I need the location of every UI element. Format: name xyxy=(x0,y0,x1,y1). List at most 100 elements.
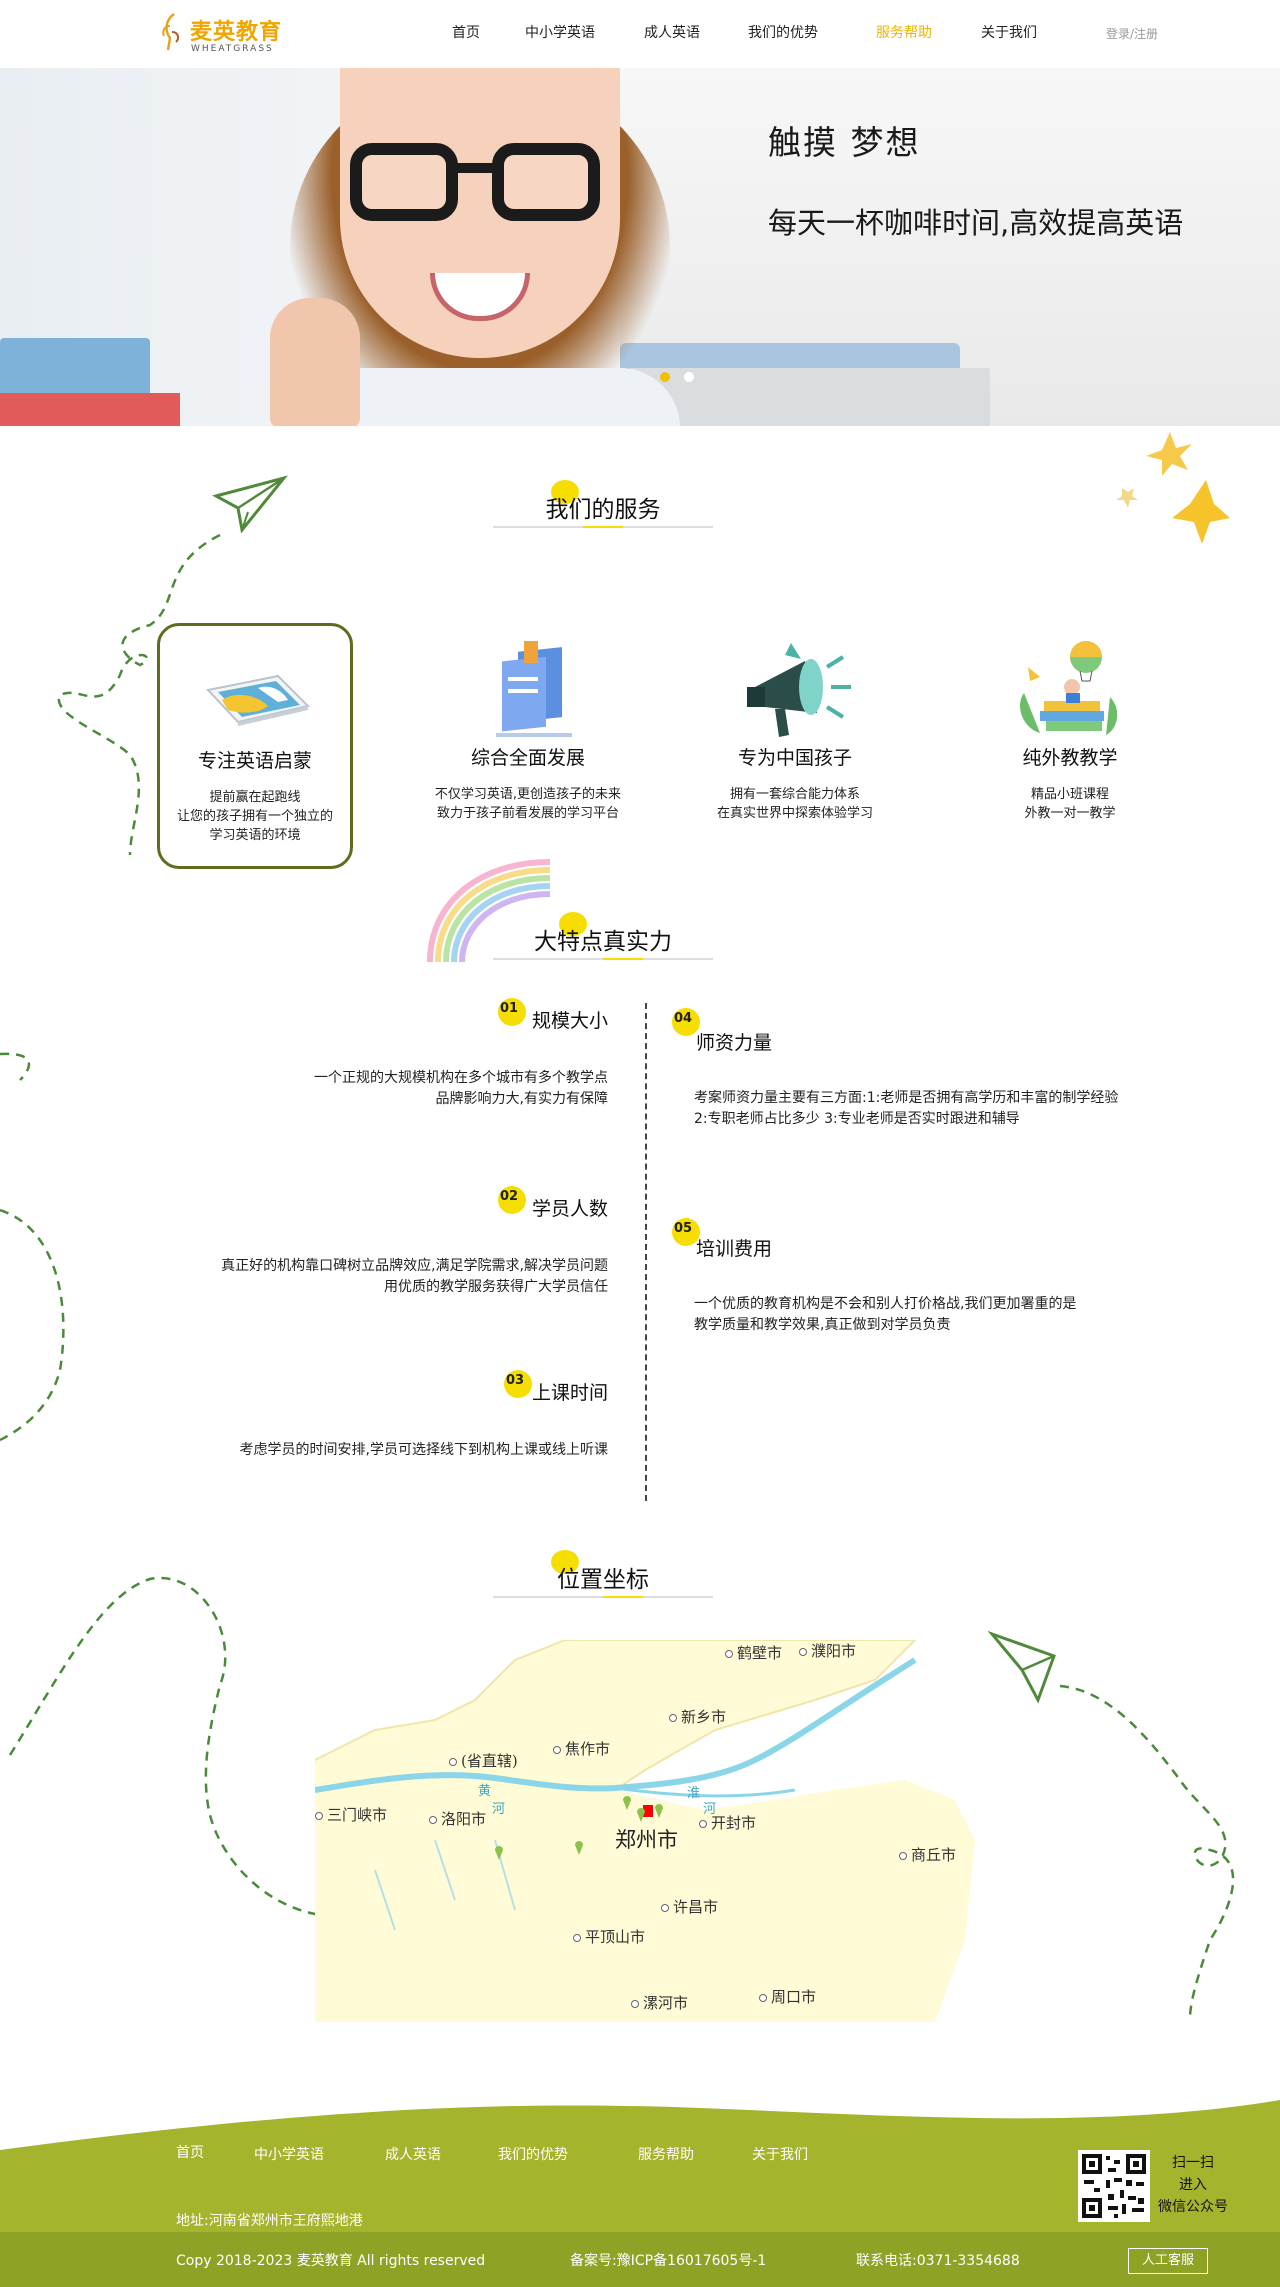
books-icon xyxy=(496,641,572,737)
service-description: 不仅学习英语,更创造孩子的未来 致力于孩子前看发展的学习平台 xyxy=(434,787,622,821)
map-city-label: 开封市 xyxy=(699,1812,756,1833)
rainbow-decoration xyxy=(427,859,551,963)
title-accent-blob xyxy=(551,480,579,504)
glasses-icon xyxy=(350,143,600,223)
nav-service-help[interactable]: 服务帮助 xyxy=(876,25,932,41)
feature-number-badge: 03 xyxy=(504,1370,532,1398)
map-city-label: 许昌市 xyxy=(661,1896,718,1917)
paper-plane-icon xyxy=(988,1630,1056,1704)
feature-title: 培训费用 xyxy=(696,1238,773,1260)
footer-nav-about-us[interactable]: 关于我们 xyxy=(752,2147,808,2163)
footer-nav-adult-english[interactable]: 成人英语 xyxy=(385,2147,441,2163)
banner-book-decoration xyxy=(0,338,150,398)
nav-about-us[interactable]: 关于我们 xyxy=(981,25,1037,41)
header: 麦英教育 WHEATGRASS 首页 中小学英语 成人英语 我们的优势 服务帮助… xyxy=(0,0,1280,68)
tablet-icon xyxy=(206,674,310,726)
service-card-comprehensive-development[interactable]: 综合全面发展 不仅学习英语,更创造孩子的未来 致力于孩子前看发展的学习平台 xyxy=(430,623,626,869)
map-river-label: 河 xyxy=(492,1802,506,1817)
feature-title: 师资力量 xyxy=(696,1032,773,1054)
feature-title: 学员人数 xyxy=(531,1198,608,1220)
location-section-title: 位置坐标 xyxy=(493,1550,713,1600)
feature-description: 考案师资力量主要有三方面:1:老师是否拥有高学历和丰富的制学经验 2:专职老师占… xyxy=(694,1090,1119,1127)
footer-address: 地址:河南省郑州市王府熙地港 xyxy=(176,2213,363,2229)
title-accent-blob xyxy=(559,912,587,936)
hero-banner[interactable]: 触摸 梦想 每天一杯咖啡时间,高效提高英语 xyxy=(0,68,1280,426)
logo-text: 麦英教育 xyxy=(190,20,283,45)
footer-bottom-bar: Copy 2018-2023 麦英教育 All rights reserved … xyxy=(0,2232,1280,2287)
footer-copyright: Copy 2018-2023 麦英教育 All rights reserved xyxy=(176,2253,486,2269)
feature-title: 上课时间 xyxy=(531,1382,608,1404)
service-card-english-enlightenment[interactable]: 专注英语启蒙 提前赢在起跑线 让您的孩子拥有一个独立的 学习英语的环境 xyxy=(157,623,353,869)
footer-phone: 联系电话:0371-3354688 xyxy=(856,2253,1020,2269)
logo-subtext: WHEATGRASS xyxy=(191,44,274,54)
carousel-dot-2[interactable] xyxy=(684,372,694,382)
star-icon xyxy=(1116,432,1230,544)
map-city-label: 焦作市 xyxy=(553,1738,610,1759)
dashed-trail-decoration xyxy=(8,1576,320,1917)
footer: 首页 中小学英语 成人英语 我们的优势 服务帮助 关于我们 地址:河南省郑州市王… xyxy=(0,2100,1280,2287)
map-city-label: 商丘市 xyxy=(899,1844,956,1865)
feature-fees: 05 培训费用 一个优质的教育机构是不会和别人打价格战,我们更加署重的是 教学质… xyxy=(672,1218,1232,1348)
qr-code-caption: 扫一扫 进入 微信公众号 xyxy=(1158,2155,1228,2215)
feature-description: 真正好的机构靠口碑树立品牌效应,满足学院需求,解决学员问题 用优质的教学服务获得… xyxy=(221,1258,608,1295)
footer-icp[interactable]: 备案号:豫ICP备16017605号-1 xyxy=(570,2253,767,2269)
service-card-foreign-teachers[interactable]: 纯外教教学 精品小班课程 外教一对一教学 xyxy=(972,623,1168,869)
feature-students: 02 学员人数 真正好的机构靠口碑树立品牌效应,满足学院需求,解决学员问题 用优… xyxy=(100,1186,608,1306)
service-title: 专为中国孩子 xyxy=(737,747,852,769)
feature-number-badge: 05 xyxy=(672,1218,700,1246)
feature-teachers: 04 师资力量 考案师资力量主要有三方面:1:老师是否拥有高学历和丰富的制学经验… xyxy=(672,1008,1232,1138)
banner-headline: 触摸 梦想 xyxy=(768,123,921,162)
map-city-label: 周口市 xyxy=(759,1986,816,2007)
title-accent-blob xyxy=(551,1550,579,1574)
wheat-logo-icon xyxy=(162,13,180,51)
banner-book-decoration xyxy=(0,393,180,426)
feature-description: 考虑学员的时间安排,学员可选择线下到机构上课或线上听课 xyxy=(239,1442,608,1458)
footer-nav-k12-english[interactable]: 中小学英语 xyxy=(254,2147,324,2163)
footer-wave-background xyxy=(0,2100,1280,2232)
nav-advantages[interactable]: 我们的优势 xyxy=(748,25,818,41)
location-map[interactable]: 鹤壁市 濮阳市 新乡市 焦作市 (省直辖) 三门峡市 洛阳市 开封市 郑州市 商… xyxy=(315,1640,975,2022)
balloon-books-icon xyxy=(1019,641,1118,735)
feature-number-badge: 01 xyxy=(498,998,526,1026)
features-divider xyxy=(645,1003,647,1501)
nav-k12-english[interactable]: 中小学英语 xyxy=(525,25,595,41)
footer-nav-service-help[interactable]: 服务帮助 xyxy=(638,2147,694,2163)
dashed-trail-decoration xyxy=(57,533,221,856)
feature-description: 一个优质的教育机构是不会和别人打价格战,我们更加署重的是 教学质量和教学效果,真… xyxy=(694,1296,1077,1333)
service-title: 专注英语启蒙 xyxy=(197,750,312,772)
service-description: 拥有一套综合能力体系 在真实世界中探索体验学习 xyxy=(716,787,873,821)
map-river-label: 黄 xyxy=(478,1784,492,1799)
qr-code-icon[interactable] xyxy=(1078,2150,1150,2222)
feature-class-time: 03 上课时间 考虑学员的时间安排,学员可选择线下到机构上课或线上听课 xyxy=(100,1370,608,1470)
paper-plane-icon xyxy=(212,475,288,534)
map-city-label: 洛阳市 xyxy=(429,1808,486,1829)
feature-number-badge: 04 xyxy=(672,1008,700,1036)
map-canvas xyxy=(315,1640,975,2022)
map-city-label: 濮阳市 xyxy=(799,1640,856,1661)
main-nav: 首页 中小学英语 成人英语 我们的优势 服务帮助 关于我们 xyxy=(0,22,1280,46)
nav-home[interactable]: 首页 xyxy=(452,25,480,41)
map-city-label: 平顶山市 xyxy=(573,1926,645,1947)
features-section-title: 大特点真实力 xyxy=(493,912,713,962)
dashed-trail-decoration xyxy=(0,1052,65,1442)
service-title: 纯外教教学 xyxy=(1022,747,1118,769)
logo[interactable]: 麦英教育 WHEATGRASS xyxy=(160,10,283,56)
carousel-dot-1[interactable] xyxy=(660,372,670,382)
banner-subheadline: 每天一杯咖啡时间,高效提高英语 xyxy=(768,206,1184,240)
service-description: 精品小班课程 外教一对一教学 xyxy=(1024,787,1116,821)
customer-service-button[interactable]: 人工客服 xyxy=(1128,2248,1208,2274)
map-city-label: 漯河市 xyxy=(631,1992,688,2013)
map-city-label: (省直辖) xyxy=(449,1750,518,1771)
service-description: 提前赢在起跑线 让您的孩子拥有一个独立的 学习英语的环境 xyxy=(176,790,333,843)
footer-nav-advantages[interactable]: 我们的优势 xyxy=(498,2147,568,2163)
login-register-link[interactable]: 登录/注册 xyxy=(1106,27,1159,41)
dashed-trail-decoration xyxy=(1059,1684,1235,2019)
map-city-label: 新乡市 xyxy=(669,1706,726,1727)
map-city-label-zhengzhou: 郑州市 xyxy=(615,1828,678,1852)
nav-adult-english[interactable]: 成人英语 xyxy=(644,25,700,41)
service-card-for-chinese-kids[interactable]: 专为中国孩子 拥有一套综合能力体系 在真实世界中探索体验学习 xyxy=(697,623,893,869)
footer-nav-home[interactable]: 首页 xyxy=(176,2145,204,2161)
map-city-label: 三门峡市 xyxy=(315,1804,387,1825)
thumbs-up-icon xyxy=(270,298,360,426)
